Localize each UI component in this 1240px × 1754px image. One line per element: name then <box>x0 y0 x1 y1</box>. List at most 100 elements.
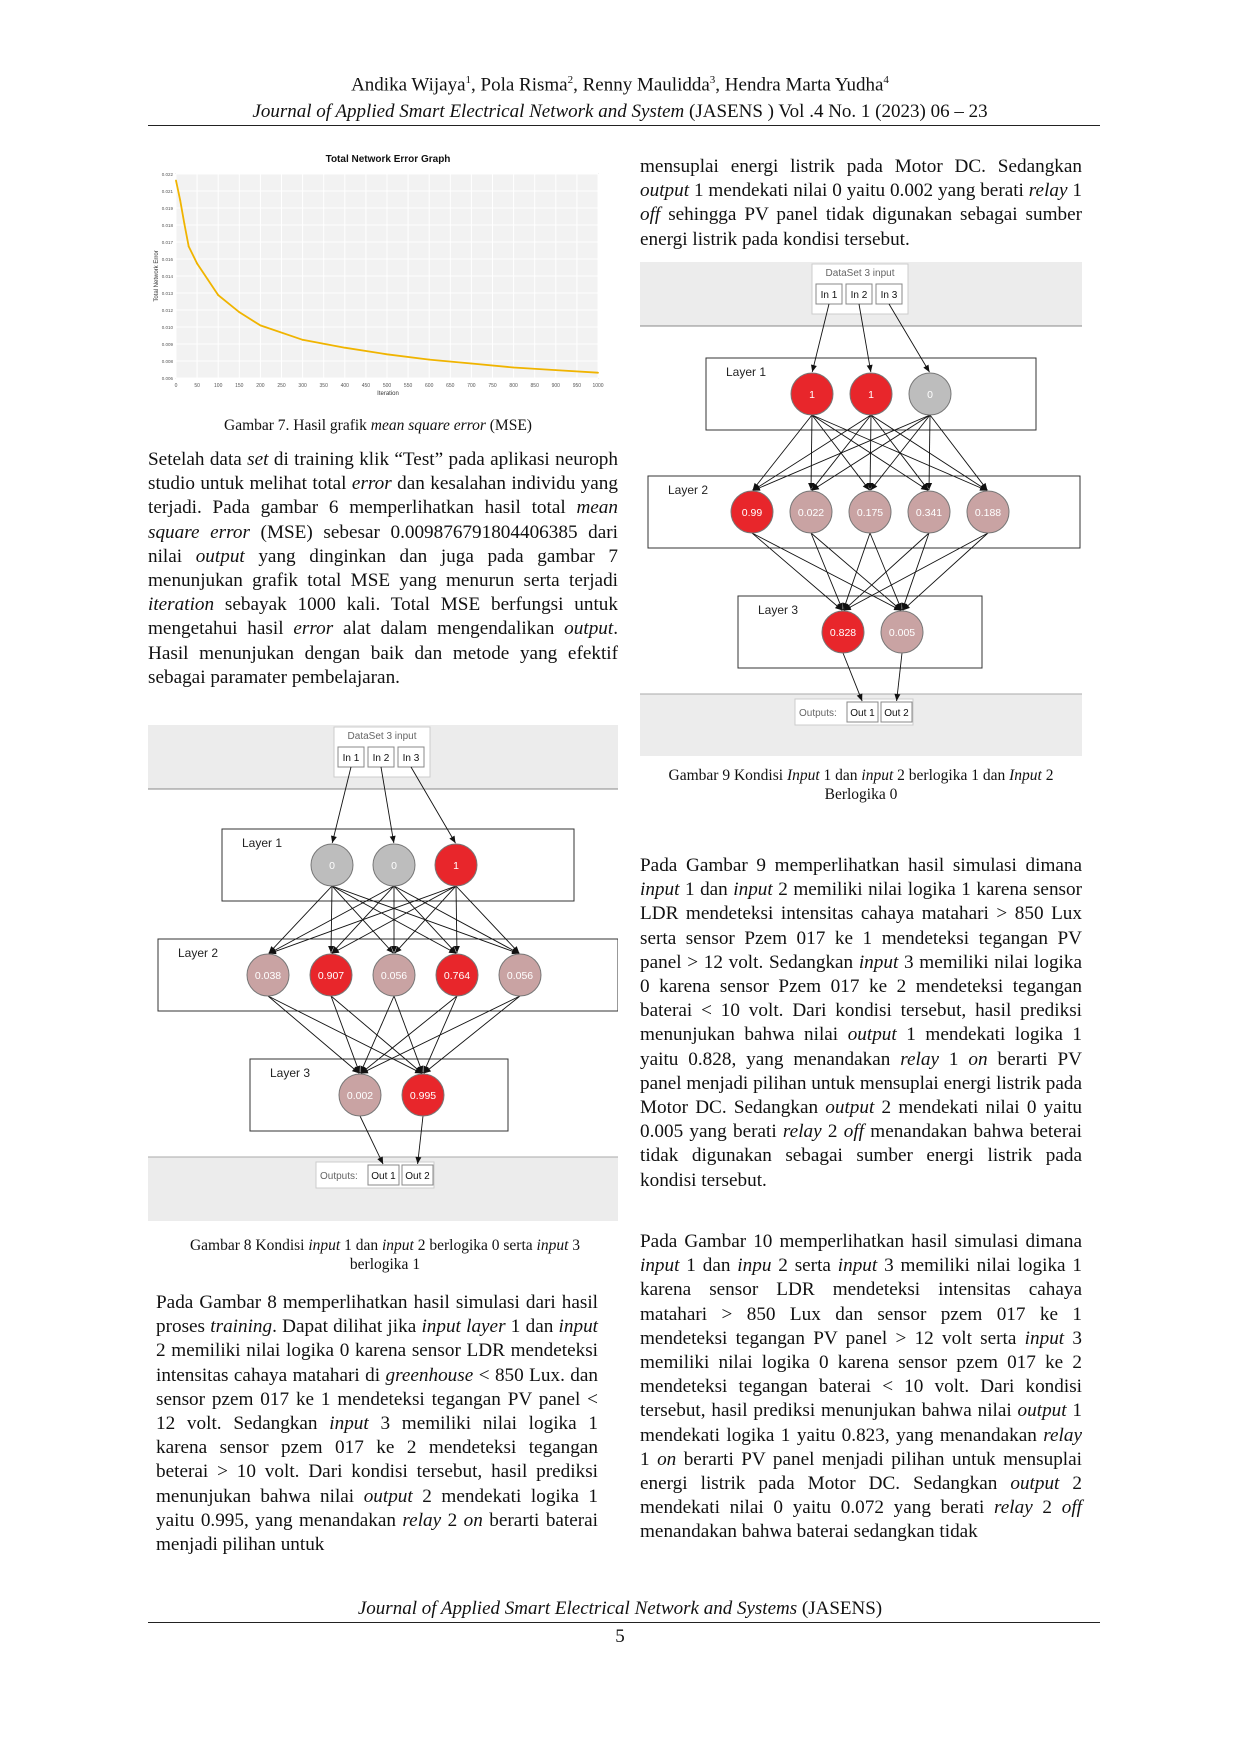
arrowhead <box>837 602 843 611</box>
text-run: 1 dan <box>819 767 862 784</box>
text-run: sebayak 1000 kali. Total MSE berfungsi u… <box>148 594 618 640</box>
input-label: In 1 <box>821 290 838 301</box>
text-run: menandakan bahwa baterai sedangkan tidak <box>640 1521 978 1543</box>
italic-term: on <box>463 1509 483 1531</box>
text-run: dan kesalahan individu yang terjadi. Pad… <box>148 473 618 519</box>
journal-name: Journal of Applied Smart Electrical Netw… <box>252 101 685 122</box>
mse-data-point <box>343 346 346 349</box>
dataset-label: DataSet 3 input <box>348 731 417 742</box>
arrowhead <box>808 482 815 491</box>
x-tick-label: 400 <box>341 383 350 389</box>
neuron <box>372 953 416 997</box>
text-run: 1 dan <box>340 1237 382 1254</box>
text-run: 1 dan <box>679 1255 738 1277</box>
neuron <box>435 953 479 997</box>
arrowhead <box>417 1065 424 1074</box>
dataset-label: DataSet 3 input <box>826 268 895 279</box>
neuron-connection <box>268 885 333 954</box>
neuron-value: 0 <box>927 389 933 401</box>
output-box <box>846 701 879 723</box>
italic-term: output <box>847 1024 897 1046</box>
author-affiliation: 4 <box>883 74 889 86</box>
arrowhead <box>453 945 460 954</box>
y-tick-label: 0.016 <box>162 257 174 262</box>
italic-term: input <box>536 1237 569 1254</box>
italic-term: output <box>640 180 690 202</box>
mse-data-point <box>206 278 209 281</box>
neuron-value: 0 <box>391 860 397 872</box>
x-tick-label: 450 <box>362 383 371 389</box>
italic-term: error <box>293 618 334 640</box>
italic-term: inpu <box>737 1255 772 1277</box>
neuron-connection <box>869 532 903 611</box>
text-run: . Dapat dilihat jika <box>272 1316 422 1338</box>
arrowhead <box>377 1156 384 1165</box>
mse-data-point <box>386 353 388 356</box>
paragraph-mse: Setelah data set di training klik “Test”… <box>148 448 618 690</box>
text-run: Gambar 9 Kondisi <box>668 767 787 784</box>
neuron-value: 0.188 <box>975 507 1001 519</box>
text-run: 3 memiliki nilai logika 0 karena sensor … <box>640 1327 1082 1422</box>
text-run: Pada Gambar 8 memperlihatkan hasil simul… <box>156 1292 598 1338</box>
italic-term: output <box>564 618 614 640</box>
arrowhead <box>512 946 520 954</box>
y-axis-label: Total Network Error <box>154 250 160 301</box>
paragraph-gambar-9: Pada Gambar 9 memperlihatkan hasil simul… <box>640 854 1082 1193</box>
italic-term: relay <box>1043 1424 1082 1446</box>
neuron-connection <box>751 532 843 611</box>
italic-term: greenhouse <box>385 1364 474 1386</box>
text-run: berarti PV panel menjadi pilihan untuk m… <box>640 1048 1082 1119</box>
text-run: 1 <box>1067 180 1082 202</box>
italic-term: output <box>1010 1473 1060 1495</box>
neuron <box>246 953 290 997</box>
arrowhead <box>843 604 852 611</box>
output-connection <box>896 652 903 702</box>
italic-term: relay <box>402 1509 442 1531</box>
neuron-connection <box>870 414 931 491</box>
text-run: 2 berlogika 0 serta <box>413 1237 537 1254</box>
mse-data-point <box>597 371 599 374</box>
neuron-connection <box>360 995 458 1074</box>
arrowhead <box>389 835 396 844</box>
neuron-value: 0.907 <box>318 970 344 982</box>
journal-header: Journal of Applied Smart Electrical Netw… <box>0 101 1240 123</box>
x-tick-label: 300 <box>298 383 307 389</box>
neuron-connection <box>902 532 989 611</box>
mse-data-point <box>428 358 431 361</box>
italic-term: off <box>843 1121 865 1143</box>
text-run: 2 memiliki nilai logika 0 karena sensor … <box>156 1340 598 1386</box>
text-run: 3 memiliki nilai logika 1 karena sensor … <box>156 1413 598 1507</box>
neuron-value: 0.022 <box>798 507 824 519</box>
neuron <box>880 610 924 654</box>
output-connection <box>359 1115 384 1165</box>
output-label: Out 1 <box>371 1171 396 1182</box>
footer-journal-abbrev: (JASENS) <box>797 1598 883 1619</box>
italic-term: input layer <box>421 1316 506 1338</box>
italic-term: Input <box>1009 767 1042 784</box>
neuron-value: 0.005 <box>889 627 915 639</box>
italic-term: set <box>247 449 269 470</box>
neuron-value: 0.002 <box>347 1090 373 1102</box>
chart-title: Total Network Error Graph <box>326 154 451 165</box>
italic-term: input <box>329 1413 369 1435</box>
layer-label: Layer 2 <box>668 483 708 497</box>
italic-term: output <box>1017 1400 1067 1422</box>
neuron-connection <box>811 414 931 491</box>
x-tick-label: 1000 <box>592 383 603 389</box>
neuron-value: 0.341 <box>916 507 942 519</box>
x-tick-label: 250 <box>277 383 286 389</box>
neuron-value: 0.056 <box>381 970 407 982</box>
x-tick-label: 200 <box>256 383 265 389</box>
text-run: 3 memiliki nilai logika 1 karena sensor … <box>640 1255 1082 1349</box>
italic-term: output <box>825 1097 875 1119</box>
neuron-value: 0.764 <box>444 970 470 982</box>
journal-issue: (JASENS ) Vol .4 No. 1 (2023) 06 – 23 <box>684 101 988 122</box>
text-run: 1 <box>640 1448 658 1470</box>
mse-data-point <box>259 324 262 327</box>
arrowhead <box>394 946 402 954</box>
italic-term: input <box>640 1255 680 1277</box>
outputs-label: Outputs: <box>320 1171 358 1182</box>
